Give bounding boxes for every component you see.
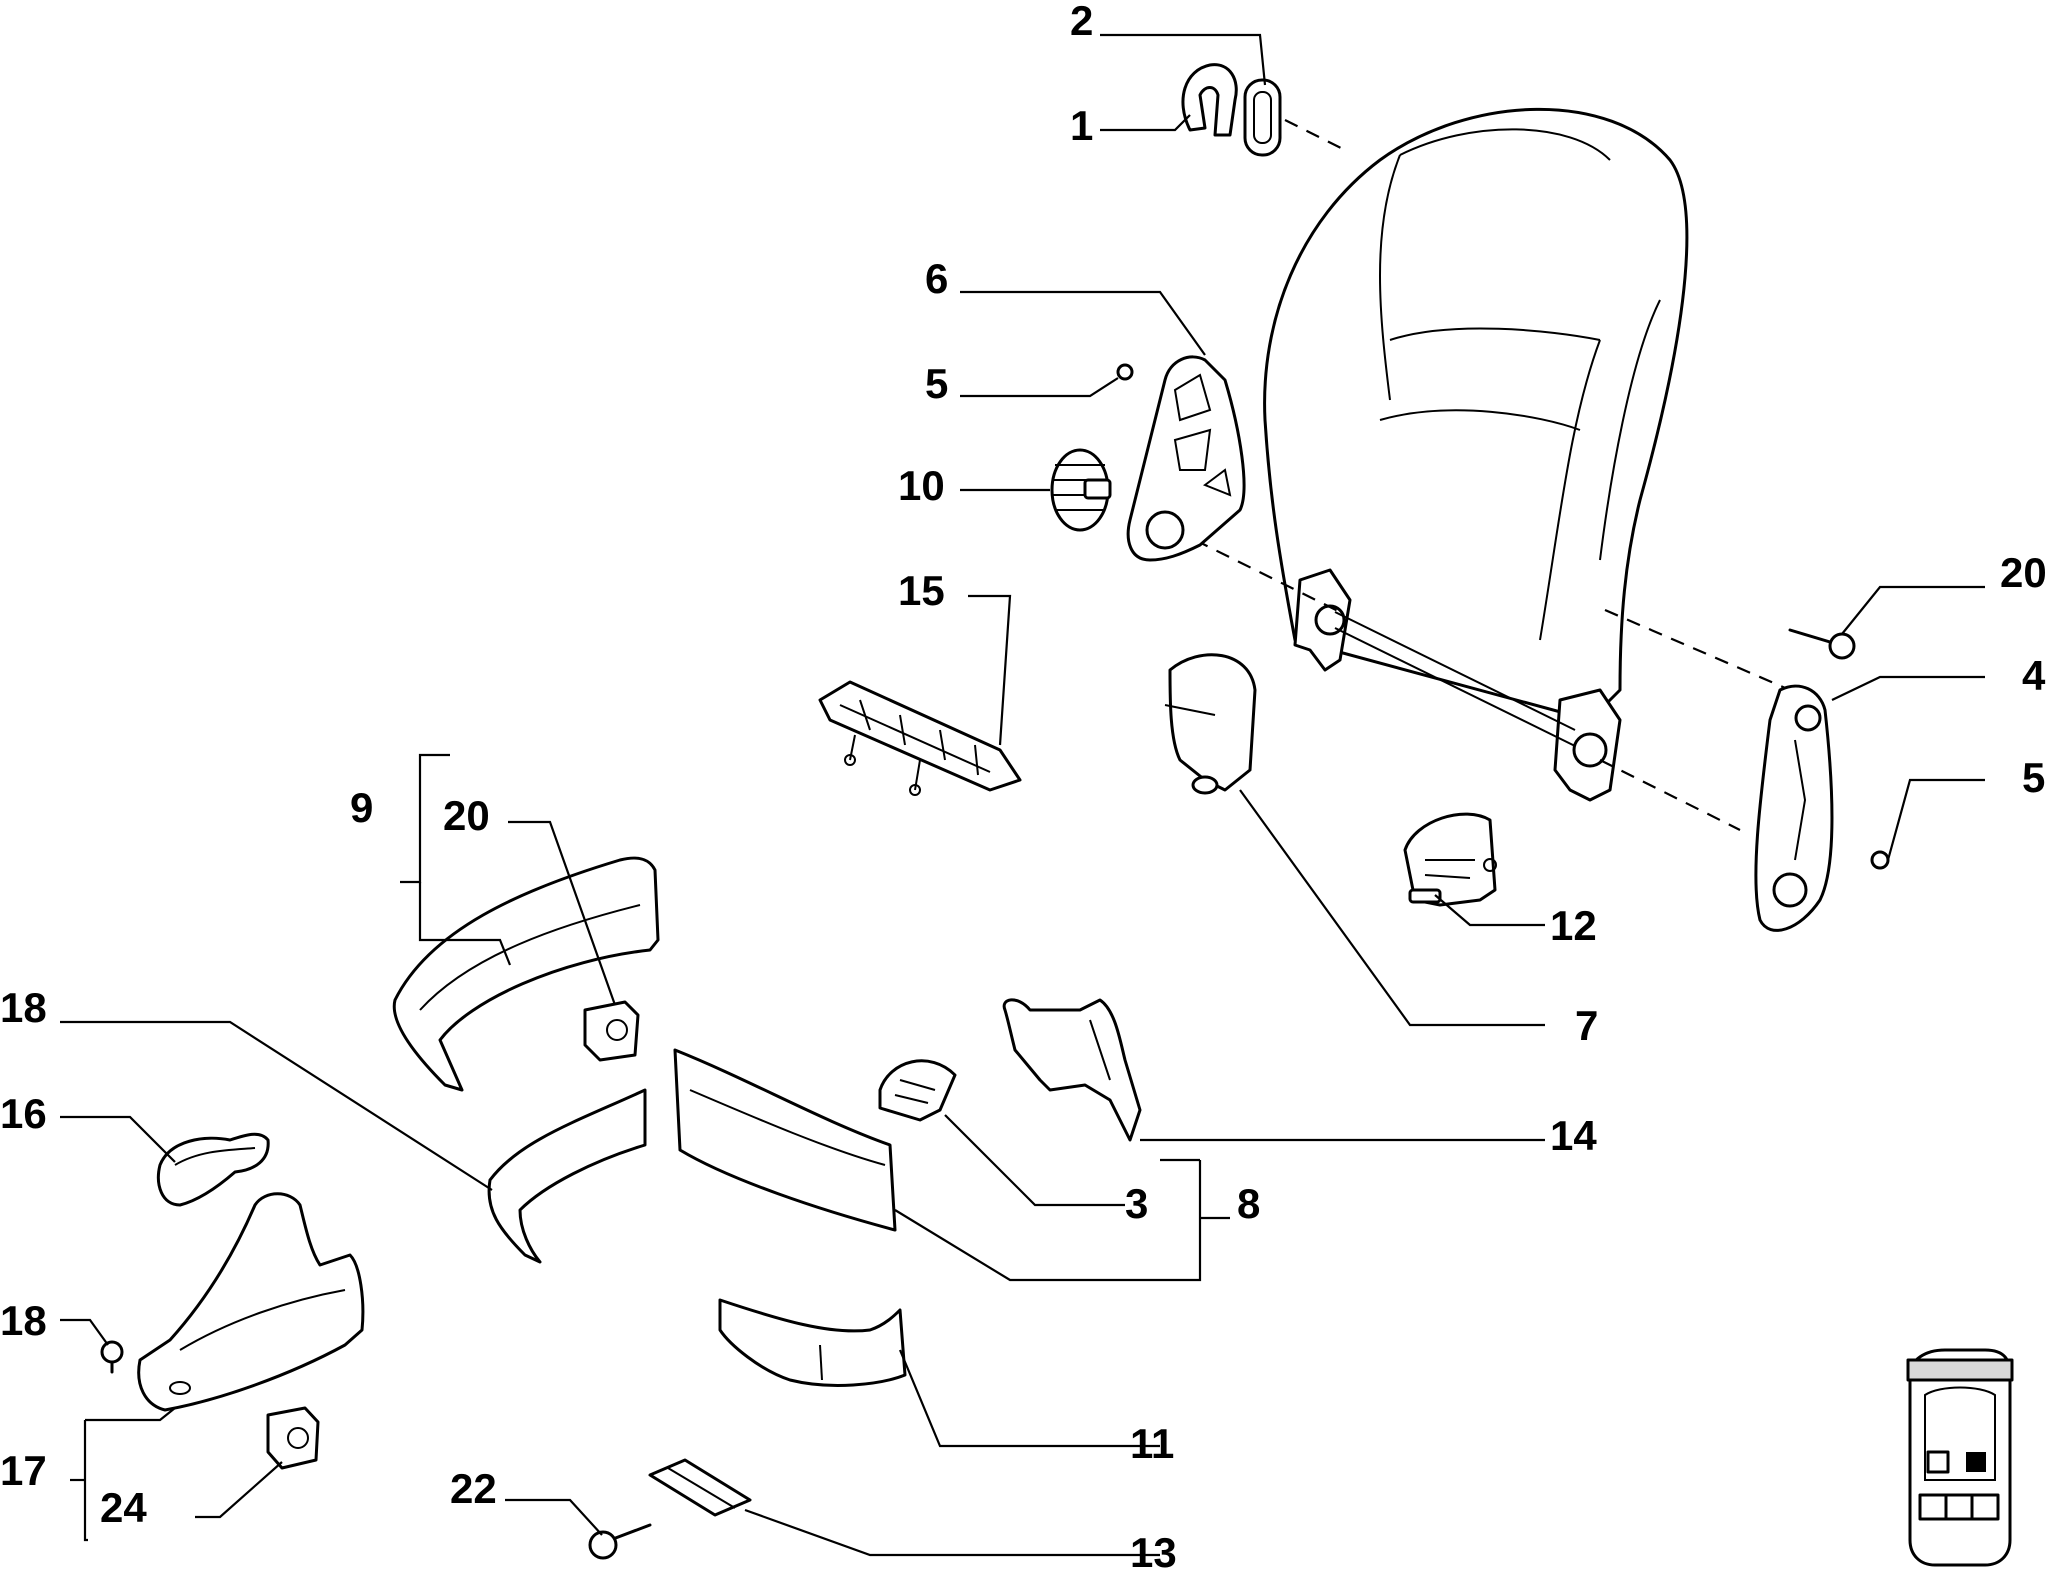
callout-19: 18 bbox=[0, 984, 47, 1031]
part-21-screw bbox=[1788, 628, 1856, 660]
seat-back-frame bbox=[1263, 107, 1689, 802]
callout-15: 15 bbox=[898, 567, 945, 614]
leader-lines bbox=[60, 33, 1985, 1557]
callout-10: 10 bbox=[898, 462, 945, 509]
callout-13: 13 bbox=[1130, 1529, 1177, 1573]
part-1-clip bbox=[1181, 63, 1238, 137]
callout-24: 24 bbox=[100, 1484, 147, 1531]
callout-1: 1 bbox=[1070, 102, 1093, 149]
part-20-insert bbox=[583, 1000, 640, 1062]
callout-4: 4 bbox=[2022, 652, 2046, 699]
part-9-trim-cover bbox=[392, 856, 660, 1092]
callout-6: 6 bbox=[925, 255, 948, 302]
callout-20: 20 bbox=[443, 792, 490, 839]
callout-5-right: 5 bbox=[2022, 754, 2045, 801]
part-11-trim bbox=[718, 1298, 907, 1387]
callout-2: 2 bbox=[1070, 0, 1093, 44]
callout-17: 17 bbox=[0, 1447, 47, 1494]
callout-7: 7 bbox=[1575, 1002, 1598, 1049]
part-14-lever bbox=[1002, 998, 1142, 1142]
callout-3: 3 bbox=[1125, 1180, 1148, 1227]
part-8-panel bbox=[673, 1048, 897, 1232]
callout-18: 18 bbox=[0, 1297, 47, 1344]
seat-thumbnail-icon bbox=[1906, 1348, 2014, 1567]
callout-8: 8 bbox=[1237, 1180, 1260, 1227]
part-12-bracket bbox=[1403, 812, 1497, 907]
part-16-pad bbox=[156, 1132, 270, 1207]
part-17-side-cover bbox=[137, 1192, 365, 1412]
callout-16: 16 bbox=[0, 1090, 47, 1137]
part-13-pad bbox=[648, 1458, 752, 1517]
callout-9: 9 bbox=[350, 784, 373, 831]
part-15-bracket bbox=[818, 680, 1022, 796]
callout-11: 11 bbox=[1130, 1420, 1174, 1467]
callout-5-upper: 5 bbox=[925, 360, 948, 407]
part-6-side-plate bbox=[1126, 355, 1246, 562]
callout-21: 20 bbox=[2000, 549, 2047, 596]
part-24-insert bbox=[266, 1406, 320, 1470]
part-5-cap-upper bbox=[1116, 363, 1134, 381]
thumbnail-selected-marker bbox=[1966, 1452, 1986, 1472]
part-3-clip bbox=[878, 1059, 957, 1122]
part-10-knob bbox=[1050, 448, 1112, 532]
part-4-cover bbox=[1754, 684, 1834, 932]
part-19-trim bbox=[487, 1088, 647, 1264]
part-22-screw bbox=[588, 1523, 652, 1560]
callout-22: 22 bbox=[450, 1465, 497, 1512]
part-2-clip-ring bbox=[1243, 78, 1282, 157]
part-5-cap-right bbox=[1870, 850, 1890, 870]
callout-14: 14 bbox=[1550, 1112, 1597, 1159]
part-18-cap bbox=[100, 1340, 124, 1374]
callout-12: 12 bbox=[1550, 902, 1597, 949]
part-7-bracket bbox=[1164, 653, 1257, 795]
